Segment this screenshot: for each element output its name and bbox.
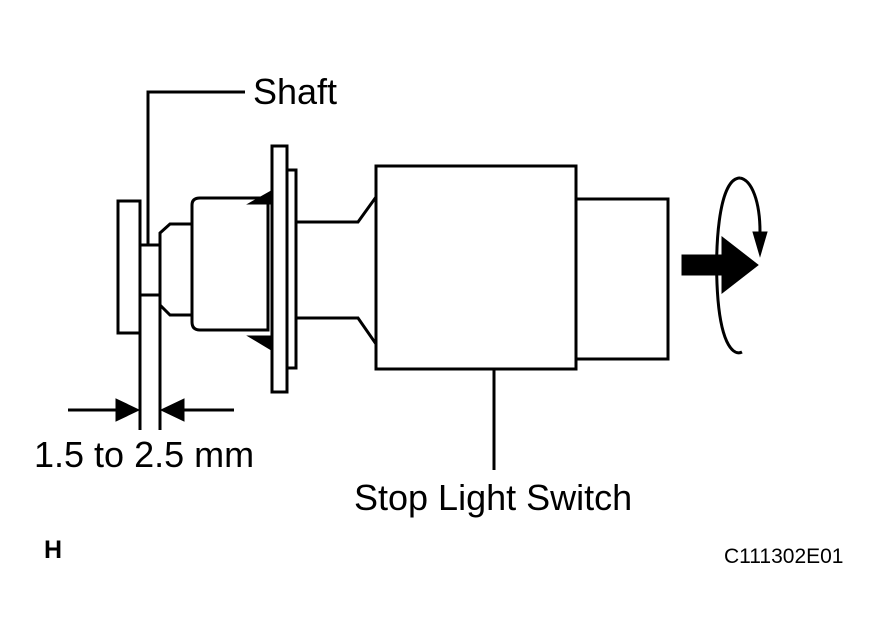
clearance-dimension: [68, 296, 234, 430]
switch-connector: [574, 197, 670, 361]
mounting-flange: [270, 144, 289, 394]
switch-body: [374, 164, 578, 371]
shaft-boss: [158, 222, 194, 317]
switch-shaft: [138, 243, 162, 297]
rotate-arrow-icon: [715, 176, 768, 355]
pedal-stopper: [116, 199, 142, 335]
figure-code: C111302E01: [724, 545, 844, 568]
lower-wedge: [246, 335, 274, 352]
switch-nose: [190, 196, 270, 332]
switch-name-label: Stop Light Switch: [354, 477, 632, 518]
clearance-label: 1.5 to 2.5 mm: [34, 434, 254, 475]
view-letter: H: [44, 536, 62, 564]
right-arrow-icon: [681, 235, 759, 295]
switch-neck: [294, 192, 378, 349]
shaft-label: Shaft: [253, 71, 337, 112]
shaft-leader: [146, 90, 245, 247]
